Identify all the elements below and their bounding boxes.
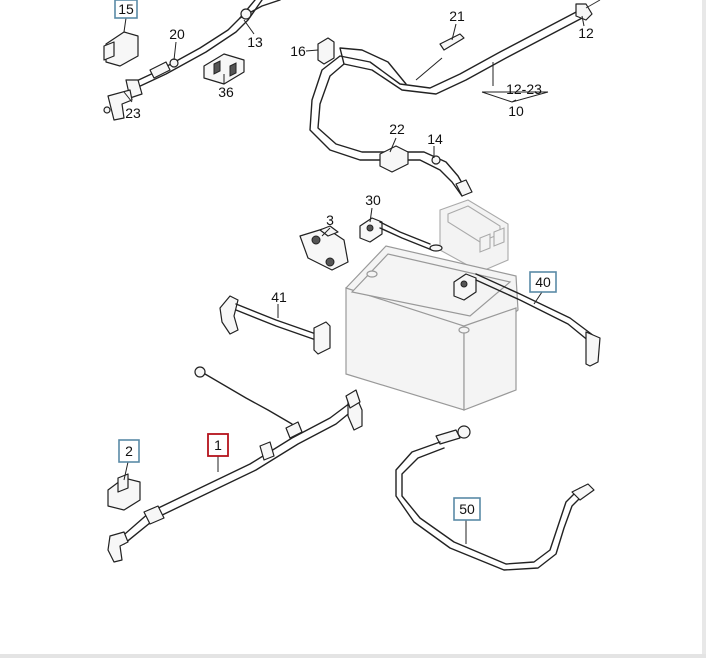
label-50: 50 <box>459 501 475 517</box>
positive-terminal-40 <box>453 273 601 367</box>
control-module <box>439 199 509 273</box>
callout-2[interactable]: 2 <box>118 439 140 463</box>
label-14: 14 <box>427 131 443 147</box>
wiring-harness-1 <box>107 366 363 563</box>
label-21: 21 <box>449 8 465 24</box>
label-10: 10 <box>508 103 524 119</box>
label-12: 12 <box>578 25 594 41</box>
negative-cable-50 <box>395 425 595 571</box>
leader-lines <box>123 15 585 544</box>
label-1: 1 <box>214 437 222 453</box>
clip-15 <box>103 31 139 67</box>
callout-1-selected[interactable]: 1 <box>207 433 229 457</box>
terminal-clamp-3 <box>299 225 349 271</box>
label-36: 36 <box>218 84 234 100</box>
label-3: 3 <box>326 212 334 228</box>
bottom-divider <box>0 654 706 658</box>
label-2: 2 <box>125 443 133 459</box>
label-41: 41 <box>271 289 287 305</box>
label-23: 23 <box>125 105 141 121</box>
label-13: 13 <box>247 34 263 50</box>
callout-40[interactable]: 40 <box>529 271 557 293</box>
terminal-30 <box>359 217 443 252</box>
bracket-36 <box>203 53 245 85</box>
callout-50[interactable]: 50 <box>453 497 481 521</box>
label-30: 30 <box>365 192 381 208</box>
clip-16 <box>317 37 335 65</box>
label-16: 16 <box>290 43 306 59</box>
label-12-23: 12-23 <box>506 81 542 97</box>
ground-strap-41 <box>219 295 331 355</box>
callout-15[interactable]: 15 <box>114 0 138 19</box>
label-22: 22 <box>389 121 405 137</box>
battery <box>345 245 519 411</box>
cable-lug-23 <box>103 79 143 121</box>
label-15: 15 <box>118 1 134 17</box>
battery-cable-top-left <box>129 0 281 89</box>
label-20: 20 <box>169 26 185 42</box>
label-40: 40 <box>535 274 551 290</box>
clip-2 <box>107 473 141 511</box>
vertical-scrollbar[interactable] <box>702 0 706 658</box>
